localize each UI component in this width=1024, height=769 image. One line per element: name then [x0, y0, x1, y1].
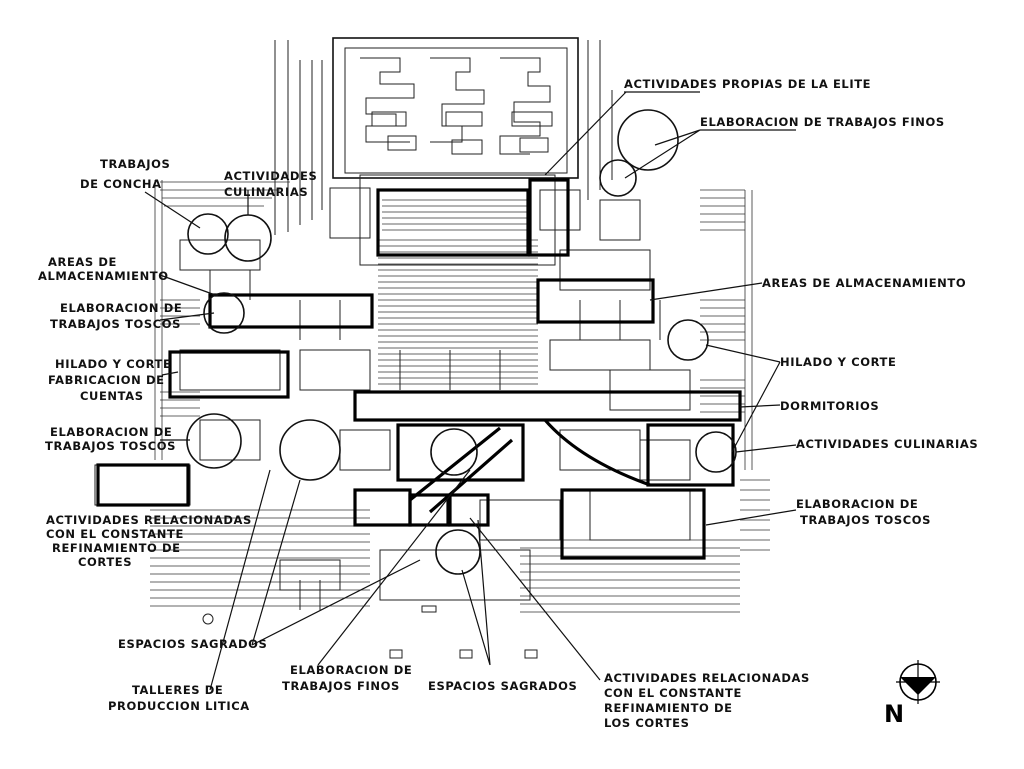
label-concha-1: TRABAJOS: [100, 157, 170, 171]
label-rel-left-2: CON EL CONSTANTE: [46, 527, 184, 541]
label-culinarias-top-1: ACTIVIDADES: [224, 169, 317, 183]
label-hilado-left-2: FABRICACION DE: [48, 373, 165, 387]
plan-linework: [94, 37, 770, 659]
label-toscos-left2-2: TRABAJOS TOSCOS: [45, 439, 176, 453]
label-finos-bottom-1: ELABORACION DE: [290, 663, 412, 677]
label-almac-right: AREAS DE ALMACENAMIENTO: [762, 276, 966, 290]
label-elite: ACTIVIDADES PROPIAS DE LA ELITE: [624, 77, 871, 91]
label-rel-left-4: CORTES: [78, 555, 132, 569]
label-talleres-1: TALLERES DE: [132, 683, 223, 697]
label-toscos-left1-1: ELABORACION DE: [60, 301, 182, 315]
label-rel-bottom-1: ACTIVIDADES RELACIONADAS: [604, 671, 810, 685]
label-sagrados-bottom: ESPACIOS SAGRADOS: [428, 679, 577, 693]
label-hilado-left-3: CUENTAS: [80, 389, 144, 403]
label-rel-left-1: ACTIVIDADES RELACIONADAS: [46, 513, 252, 527]
label-toscos-left1-2: TRABAJOS TOSCOS: [50, 317, 181, 331]
labels: ACTIVIDADES PROPIAS DE LA ELITE ELABORAC…: [38, 77, 978, 730]
label-almac-left-1: AREAS DE: [48, 255, 117, 269]
label-hilado-left-1: HILADO Y CORTE: [55, 357, 171, 371]
label-culinarias-right: ACTIVIDADES CULINARIAS: [796, 437, 978, 451]
label-hilado-right: HILADO Y CORTE: [780, 355, 896, 369]
label-talleres-2: PRODUCCION LITICA: [108, 699, 250, 713]
leader-lines: [144, 91, 797, 691]
label-rel-left-3: REFINAMIENTO DE: [52, 541, 181, 555]
label-toscos-right-1: ELABORACION DE: [796, 497, 918, 511]
stairs-hatching: [378, 199, 538, 385]
label-rel-bottom-2: CON EL CONSTANTE: [604, 686, 742, 700]
north-label: N: [884, 700, 904, 728]
label-finos-bottom-2: TRABAJOS FINOS: [282, 679, 400, 693]
label-sagrados-left: ESPACIOS SAGRADOS: [118, 637, 267, 651]
label-culinarias-top-2: CULINARIAS: [224, 185, 308, 199]
label-concha-2: DE CONCHA: [80, 177, 162, 191]
label-toscos-right-2: TRABAJOS TOSCOS: [800, 513, 931, 527]
label-finos-top: ELABORACION DE TRABAJOS FINOS: [700, 115, 945, 129]
activity-zones: [96, 109, 742, 575]
label-rel-bottom-3: REFINAMIENTO DE: [604, 701, 733, 715]
label-toscos-left2-1: ELABORACION DE: [50, 425, 172, 439]
north-arrow-icon: N: [884, 660, 940, 728]
label-rel-bottom-4: LOS CORTES: [604, 716, 690, 730]
label-almac-left-2: ALMACENAMIENTO: [38, 269, 169, 283]
label-dormitorios: DORMITORIOS: [780, 399, 879, 413]
